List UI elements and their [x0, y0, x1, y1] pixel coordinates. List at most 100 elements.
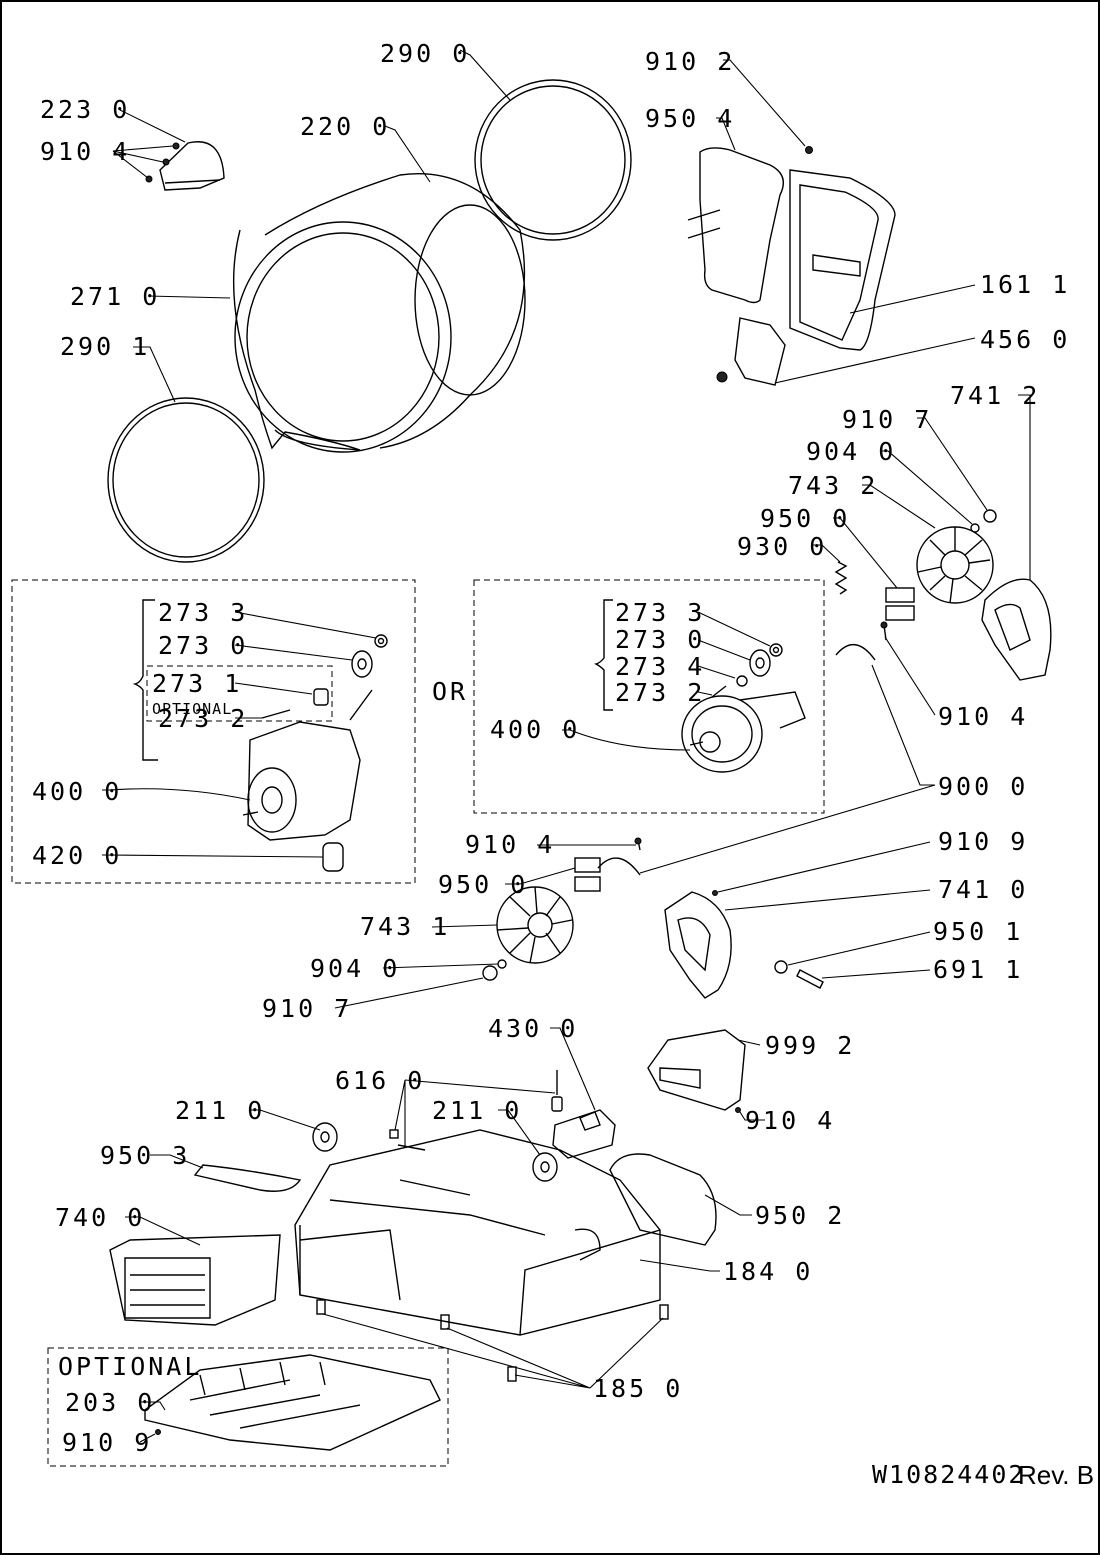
label-743-1: 743 1: [360, 912, 450, 941]
label-910-4-b: 910 4: [938, 702, 1028, 731]
label-203-0: 203 0: [65, 1388, 155, 1417]
revision-label: Rev. B: [1018, 1460, 1095, 1490]
part-400-0-motor-b: [681, 691, 806, 773]
part-211-0-roller-b: [532, 1152, 558, 1182]
part-273-2-a: [261, 709, 291, 719]
label-400-0-a: 400 0: [32, 777, 122, 806]
part-273-0-a: [351, 650, 373, 678]
part-430-0: [552, 1109, 616, 1159]
part-616-0: [389, 1070, 563, 1151]
part-930-0-spring: [834, 561, 848, 595]
part-950-0-pads-b: [574, 857, 601, 873]
label-211-0-a: 211 0: [175, 1096, 265, 1125]
part-211-0-roller-a: [312, 1122, 338, 1152]
label-741-0: 741 0: [938, 875, 1028, 904]
part-290-0-seal: [474, 79, 632, 241]
label-273-0-a: 273 0: [158, 631, 248, 660]
label-930-0: 930 0: [737, 532, 827, 561]
part-999-2: [647, 1029, 746, 1111]
label-223-0: 223 0: [40, 95, 130, 124]
label-616-0: 616 0: [335, 1066, 425, 1095]
label-910-7-b: 910 7: [262, 994, 352, 1023]
part-400-0-motor-a: [242, 689, 373, 841]
label-290-0: 290 0: [380, 39, 470, 68]
label-273-0-b: 273 0: [615, 625, 705, 654]
part-910-7-nut: [983, 509, 997, 523]
label-743-2: 743 2: [788, 471, 878, 500]
part-910-2: [805, 146, 813, 154]
part-910-9-b: [155, 1429, 161, 1435]
part-420-0: [322, 842, 344, 872]
part-223-0: [159, 141, 225, 191]
label-273-1: 273 1: [152, 669, 242, 698]
label-904-0: 904 0: [806, 437, 896, 466]
label-optional-small: OPTIONAL: [152, 700, 232, 718]
part-691-1: [796, 969, 824, 989]
label-950-2: 950 2: [755, 1201, 845, 1230]
label-910-9-a: 910 9: [938, 827, 1028, 856]
label-910-2: 910 2: [645, 47, 735, 76]
part-741-2-fan-housing: [981, 578, 1052, 681]
part-910-9-a: [712, 890, 718, 896]
label-273-2-a: 273 2: [158, 704, 248, 733]
part-273-3-b: [769, 643, 783, 657]
motor-option-box-b: [473, 579, 825, 814]
label-456-0: 456 0: [980, 325, 1070, 354]
label-741-2: 741 2: [950, 381, 1040, 410]
label-161-1: 161 1: [980, 270, 1070, 299]
label-910-4: 910 4: [40, 137, 130, 166]
label-220-0: 220 0: [300, 112, 390, 141]
leader-lines: [101, 49, 1031, 1443]
label-950-1: 950 1: [933, 917, 1023, 946]
document-id: W10824402: [872, 1460, 1026, 1489]
part-290-1-seal: [107, 397, 265, 563]
part-labels: 290 0 223 0 910 4 220 0 271 0 290 1 910 …: [32, 39, 1070, 1457]
label-273-4: 273 4: [615, 652, 705, 681]
label-or: OR: [432, 677, 468, 706]
part-184-0-base: [294, 1129, 661, 1336]
label-290-1: 290 1: [60, 332, 150, 361]
motor-option-box-a: [11, 579, 416, 884]
part-910-4-d: [735, 1107, 741, 1113]
part-273-2-b: [711, 685, 727, 698]
part-910-7-nut-b: [482, 965, 498, 981]
label-271-0: 271 0: [70, 282, 160, 311]
label-273-3-a: 273 3: [158, 598, 248, 627]
part-456-0-sensor: [716, 317, 786, 386]
part-185-0-feet: [316, 1299, 669, 1382]
label-430-0: 430 0: [488, 1014, 578, 1043]
label-950-3: 950 3: [100, 1141, 190, 1170]
part-220-0-drum: [234, 172, 526, 453]
part-743-2-fan: [916, 526, 994, 604]
label-211-0-b: 211 0: [432, 1096, 522, 1125]
part-950-2: [609, 1153, 717, 1246]
part-950-4-gasket: [699, 147, 784, 304]
optional-base-box: [47, 1347, 449, 1467]
label-950-4: 950 4: [645, 104, 735, 133]
label-904-0-b: 904 0: [310, 954, 400, 983]
label-910-4-c: 910 4: [465, 830, 555, 859]
part-900-0-clamp-a: [835, 644, 876, 661]
part-273-0-b: [749, 649, 771, 677]
part-950-3: [193, 1164, 302, 1192]
part-273-3-a: [374, 634, 388, 648]
label-950-0: 950 0: [760, 504, 850, 533]
label-740-0: 740 0: [55, 1203, 145, 1232]
part-203-0-plate: [144, 1354, 441, 1451]
label-691-1: 691 1: [933, 955, 1023, 984]
optional-sub-box: [146, 665, 333, 722]
part-273-1: [313, 688, 329, 706]
part-950-0-pads: [885, 587, 915, 603]
label-184-0: 184 0: [723, 1257, 813, 1286]
label-910-7: 910 7: [842, 405, 932, 434]
label-400-0-b: 400 0: [490, 715, 580, 744]
label-420-0: 420 0: [32, 841, 122, 870]
part-741-0-fan-housing: [664, 891, 732, 999]
part-904-0-washer-b: [497, 959, 507, 969]
label-999-2: 999 2: [765, 1031, 855, 1060]
part-900-0-clamp-b: [597, 857, 641, 876]
part-271-0-belt: [232, 229, 361, 451]
